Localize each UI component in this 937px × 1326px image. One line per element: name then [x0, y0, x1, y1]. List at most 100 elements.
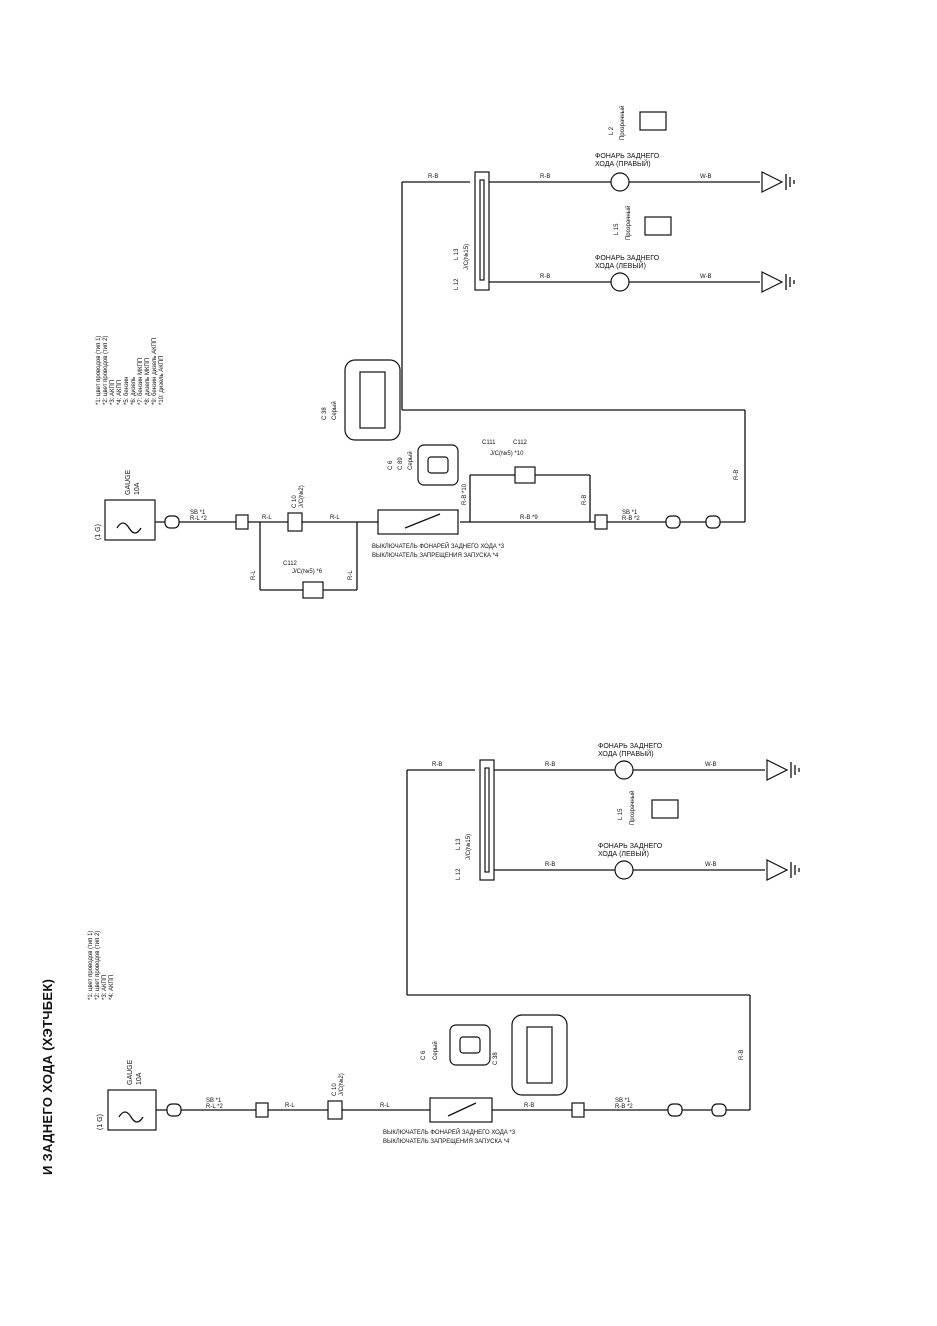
connector [594, 514, 608, 530]
jc2-ref: C 10 [332, 1083, 338, 1096]
note-line: *3: АКПП [110, 380, 116, 405]
note-line: *1: цвет проводов (тип 1) [96, 336, 102, 405]
connector [571, 1102, 585, 1118]
lamp-right-icon [610, 172, 630, 192]
note-line: *2: цвет проводов (тип 2) [103, 336, 109, 405]
wire-label: R-B [540, 274, 550, 280]
l15-label: L 15 [614, 223, 620, 235]
connector [235, 514, 249, 530]
lamp-left-icon [614, 860, 634, 880]
jc2-label: J/C(№2) [298, 485, 305, 508]
fuse-rating: 10A [134, 482, 141, 495]
l15-connector-icon [644, 216, 672, 236]
l12-label: L 12 [456, 868, 462, 880]
wire-label: R-B *10 [462, 483, 468, 505]
note-line: *4: АКПП [117, 380, 123, 405]
top-notes: *1: цвет проводов (тип 1) *2: цвет прово… [96, 336, 165, 405]
l15-color: Прозрачный [625, 206, 632, 240]
wire-label: SB *1 [615, 1098, 631, 1104]
jc5-top-label: J/C(№5) *10 [490, 450, 524, 457]
wire-label: R-B [432, 762, 442, 768]
note-line: *7: бензин МКПП [138, 358, 144, 405]
note-line: *10: дизель АКПП [159, 356, 165, 405]
connector [711, 1103, 727, 1117]
wire-label: R-L *2 [206, 1104, 223, 1110]
lamp-left-icon [610, 272, 630, 292]
switch-label-1: ВЫКЛЮЧАТЕЛЬ ФОНАРЕЙ ЗАДНЕГО ХОДА *3 [383, 1128, 516, 1136]
bottom-diagram: *1: цвет проводов (тип 1) *2: цвет прово… [88, 743, 800, 1145]
jc5-top-box [514, 466, 536, 484]
l12-label: L 12 [454, 278, 460, 290]
lamp-right-title: ФОНАРЬ ЗАДНЕГО [595, 153, 660, 160]
wire-label: R-L [330, 515, 340, 521]
bottom-notes: *1: цвет проводов (тип 1) *2: цвет прово… [88, 931, 115, 1000]
c89-label: C 89 [398, 457, 404, 470]
l13-label: L 13 [454, 248, 460, 260]
lamp-left-title-2: ХОДА (ЛЕВЫЙ) [598, 849, 649, 858]
wire-label: SB *1 [622, 510, 638, 516]
note-line: *3: АКПП [102, 975, 108, 1000]
c111-label: C111 [482, 440, 496, 446]
note-line: *9: бензин дизель АКПП [152, 338, 158, 405]
wire-label: R-B [540, 174, 550, 180]
wire-label: W-B [700, 174, 712, 180]
jc15-label: J/C(№15) [463, 244, 470, 270]
wire-label: R-L [380, 1103, 390, 1109]
c38-color: Серый [331, 401, 338, 420]
lamp-right-title-2: ХОДА (ПРАВЫЙ) [598, 749, 654, 758]
ground-icon [766, 759, 789, 781]
switch-label-1: ВЫКЛЮЧАТЕЛЬ ФОНАРЕЙ ЗАДНЕГО ХОДА *3 [372, 542, 505, 550]
wire-label: W-B [705, 762, 717, 768]
l2-connector-icon [639, 111, 667, 131]
wire-label: R-B [428, 174, 438, 180]
wire-label: R-L [251, 570, 257, 580]
l2-label: L 2 [609, 126, 615, 135]
wire-label: R-B *9 [520, 515, 538, 521]
c112-label: C112 [513, 440, 528, 446]
fuse-box [107, 1089, 157, 1131]
jc2-label: J/C(№2) [338, 1073, 345, 1096]
wire-label: R-B [524, 1103, 534, 1109]
c38-label: C 38 [322, 407, 328, 420]
jc15-label: J/C(№15) [465, 834, 472, 860]
c112-bottom-label: C112 [283, 561, 298, 567]
jc5-bottom-box [302, 581, 324, 599]
wire-label: SB *1 [190, 510, 206, 516]
connector [665, 515, 681, 529]
lamp-right-title-2: ХОДА (ПРАВЫЙ) [595, 159, 651, 168]
jc2-ref: C 10 [292, 495, 298, 508]
ground-icon [761, 171, 784, 193]
c6-label: C 6 [388, 460, 394, 470]
switch-contact [447, 1102, 477, 1117]
jc2-box [287, 512, 303, 532]
fuse-box [104, 499, 156, 541]
wire-label: W-B [705, 862, 717, 868]
lamp-left-title-2: ХОДА (ЛЕВЫЙ) [595, 261, 646, 270]
l15-connector-icon [651, 799, 679, 819]
c38-label: C 38 [493, 1052, 499, 1065]
fuse-circle-label: (1 G) [95, 524, 102, 540]
c6-color: Серый [407, 451, 414, 470]
wire-label: R-B [545, 762, 555, 768]
fuse-circle-label: (1 G) [97, 1114, 104, 1130]
note-line: *8: дизель МКПП [145, 358, 151, 405]
fuse-element [116, 522, 142, 534]
note-line: *4: АКПП [109, 975, 115, 1000]
lamp-right-icon [614, 760, 634, 780]
note-line: *6: дизель [131, 377, 137, 405]
wire-label: SB *1 [206, 1098, 222, 1104]
connector [164, 515, 180, 529]
wire-label: W-B [700, 274, 712, 280]
wire-label: R-L [348, 570, 354, 580]
note-line: *2: цвет проводов (тип 2) [95, 931, 101, 1000]
wire-label: R-B [545, 862, 555, 868]
c6-label: C 6 [421, 1050, 427, 1060]
ground-icon [766, 859, 789, 881]
fuse-rating: 10A [136, 1072, 143, 1085]
connector [166, 1103, 182, 1117]
l15-label: L 15 [618, 808, 624, 820]
l15-color: Прозрачный [629, 791, 636, 825]
note-line: *1: цвет проводов (тип 1) [88, 931, 94, 1000]
lamp-left-title: ФОНАРЬ ЗАДНЕГО [598, 843, 663, 850]
